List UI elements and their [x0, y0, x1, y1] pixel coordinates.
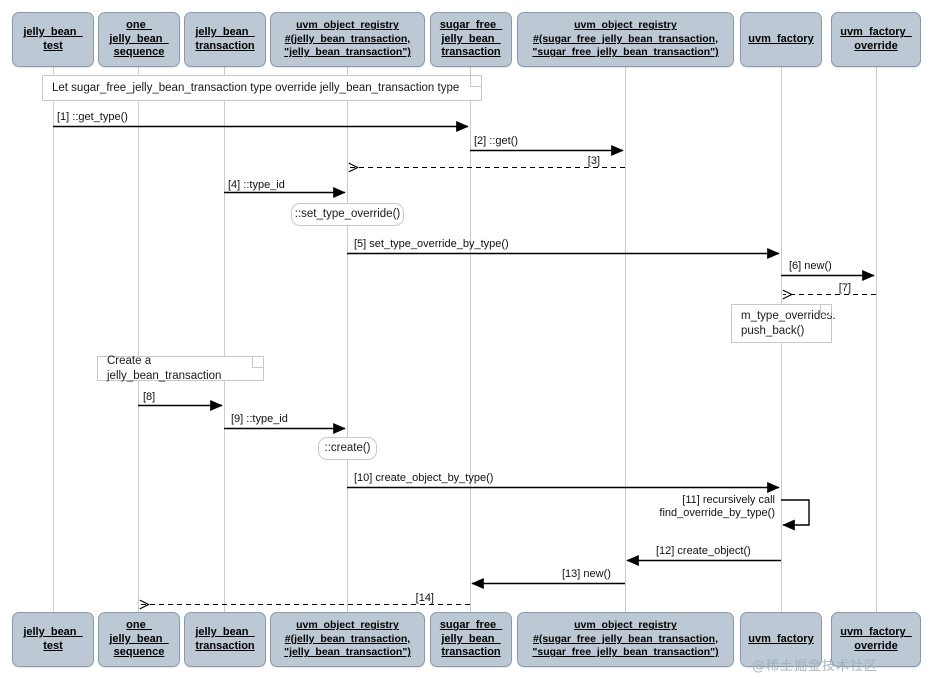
note-override: Let sugar_free_jelly_bean_transaction ty…	[42, 75, 482, 101]
self-call-label: ::set_type_override()	[294, 208, 401, 220]
participant-label: jelly_bean_ transaction	[195, 26, 255, 52]
participant-header-uvm_object_registry_sfjb[interactable]: uvm_object_registry #(sugar_free_jelly_b…	[517, 12, 734, 67]
lifelines-group	[53, 67, 877, 612]
participant-label: sugar_free_ jelly_bean_ transaction	[439, 19, 503, 59]
participant-label: sugar_free_ jelly_bean_ transaction	[439, 619, 503, 659]
participant-footer-uvm_object_registry_sfjb[interactable]: uvm_object_registry #(sugar_free_jelly_b…	[517, 612, 734, 667]
participant-footer-jelly_bean_transaction[interactable]: jelly_bean_ transaction	[184, 612, 266, 667]
participant-label: jelly_bean_ test	[23, 626, 83, 652]
participant-header-sugar_free_jb_transaction[interactable]: sugar_free_ jelly_bean_ transaction	[430, 12, 512, 67]
note-text: Let sugar_free_jelly_bean_transaction ty…	[52, 81, 460, 94]
participant-label: uvm_factory	[748, 632, 814, 645]
participant-footer-jelly_bean_test[interactable]: jelly_bean_ test	[12, 612, 94, 667]
note-fold-corner-icon	[820, 305, 831, 316]
note-fold-corner-icon	[252, 357, 263, 368]
pill-create: ::create()	[318, 437, 377, 460]
self-call-label: ::create()	[324, 442, 371, 454]
participant-label: jelly_bean_ test	[23, 26, 83, 52]
participant-label: uvm_object_registry #(sugar_free_jelly_b…	[532, 619, 719, 659]
pill-set-type-override: ::set_type_override()	[291, 203, 404, 226]
participant-label: uvm_object_registry #(sugar_free_jelly_b…	[532, 19, 719, 59]
note-text: m_type_overrides. push_back()	[741, 309, 836, 337]
participant-header-jelly_bean_test[interactable]: jelly_bean_ test	[12, 12, 94, 67]
participant-label: uvm_factory_ override	[840, 626, 912, 652]
watermark: @稀土掘金技术社区	[752, 659, 879, 674]
participant-label: uvm_object_registry #(jelly_bean_transac…	[284, 619, 411, 659]
note-push-back: m_type_overrides. push_back()	[731, 304, 836, 343]
participant-header-jelly_bean_transaction[interactable]: jelly_bean_ transaction	[184, 12, 266, 67]
participant-footer-sugar_free_jb_transaction[interactable]: sugar_free_ jelly_bean_ transaction	[430, 612, 512, 667]
messages-group	[53, 120, 876, 605]
participant-label: uvm_factory	[748, 32, 814, 45]
participant-footer-one_jelly_bean_sequence[interactable]: one_ jelly_bean_ sequence	[98, 612, 180, 667]
note-create: Create a jelly_bean_transaction	[97, 354, 264, 382]
participant-header-uvm_factory[interactable]: uvm_factory	[740, 12, 822, 67]
participant-header-one_jelly_bean_sequence[interactable]: one_ jelly_bean_ sequence	[98, 12, 180, 67]
participant-label: uvm_object_registry #(jelly_bean_transac…	[284, 19, 411, 59]
participant-label: one_ jelly_bean_ sequence	[109, 19, 169, 59]
participant-header-uvm_object_registry_jb[interactable]: uvm_object_registry #(jelly_bean_transac…	[270, 12, 425, 67]
participant-footer-uvm_object_registry_jb[interactable]: uvm_object_registry #(jelly_bean_transac…	[270, 612, 425, 667]
note-fold-corner-icon	[470, 76, 481, 87]
participant-label: one_ jelly_bean_ sequence	[109, 619, 169, 659]
self-message-arrow-11	[781, 499, 810, 531]
note-text: Create a jelly_bean_transaction	[107, 354, 222, 382]
participant-label: uvm_factory_ override	[840, 26, 912, 52]
participant-header-uvm_factory_override[interactable]: uvm_factory_ override	[831, 12, 921, 67]
participant-label: jelly_bean_ transaction	[195, 626, 255, 652]
participant-footer-uvm_factory[interactable]: uvm_factory	[740, 612, 822, 667]
participant-footer-uvm_factory_override[interactable]: uvm_factory_ override	[831, 612, 921, 667]
